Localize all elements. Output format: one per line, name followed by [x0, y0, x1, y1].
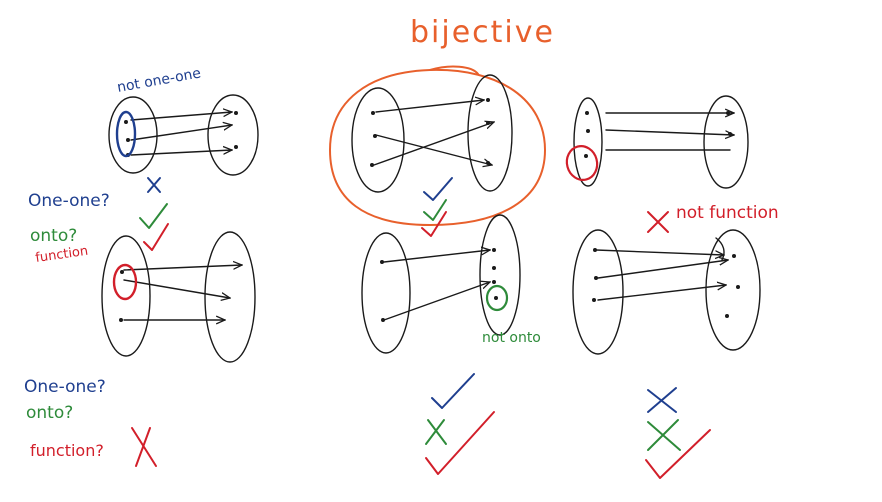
check-mark-red-3: [425, 411, 495, 475]
highlight-circle-blue: [115, 110, 137, 158]
check-mark-red-4: [645, 429, 711, 479]
check-mark-red-2: [421, 211, 447, 237]
bijective-circle-overlap: [429, 65, 479, 75]
cross-mark-red-large: [131, 427, 157, 467]
diagram-bijective-dots: [370, 98, 490, 167]
diagram-not-function-2: [572, 229, 761, 355]
cross-mark-red-top-right: [647, 211, 669, 233]
answer-marks-right-bottom: [645, 387, 711, 479]
diagram-top-right-dots: [584, 111, 732, 158]
diagram-not-onto-dots: [380, 248, 498, 322]
diagram-not-onto: [361, 214, 521, 354]
diagram-not-one-one: [108, 94, 259, 176]
label-onto-question-2: onto?: [26, 403, 73, 423]
highlight-circle-green: [485, 284, 509, 312]
check-mark-green-2: [423, 199, 447, 221]
answer-marks-bijective: [421, 177, 453, 237]
diagram-bijective: [351, 74, 513, 193]
label-not-onto: not onto: [482, 330, 541, 346]
highlight-circle-red: [112, 263, 138, 301]
answer-marks-diagram-1: [139, 177, 169, 251]
diagram-not-function-1-dots: [119, 270, 124, 322]
check-mark-blue-3: [431, 373, 475, 409]
title: bijective: [410, 15, 555, 50]
label-function-question: function: [34, 244, 89, 266]
cross-mark-green-3: [425, 419, 447, 445]
answer-marks-middle-bottom: [425, 373, 495, 475]
label-one-one-question: One-one?: [28, 191, 110, 211]
label-onto-question: onto?: [30, 226, 77, 246]
highlight-circle-red-2: [565, 145, 599, 181]
check-mark-green: [139, 203, 168, 229]
label-one-one-question-2: One-one?: [24, 377, 106, 397]
check-mark-blue-2: [423, 177, 453, 201]
cross-mark-green-4: [647, 419, 681, 451]
diagram-top-right: [573, 95, 749, 189]
check-mark-red: [143, 223, 169, 251]
label-function-question-2: function?: [30, 441, 104, 460]
diagram-not-function-2-dots: [592, 248, 740, 318]
cross-mark-blue: [147, 177, 161, 193]
bijective-highlight-circle: [329, 68, 546, 226]
cross-mark-blue-4: [647, 387, 677, 413]
label-not-function: not function: [676, 203, 779, 223]
diagram-not-function-1: [101, 231, 256, 363]
label-not-one-one: not one-one: [116, 65, 202, 95]
